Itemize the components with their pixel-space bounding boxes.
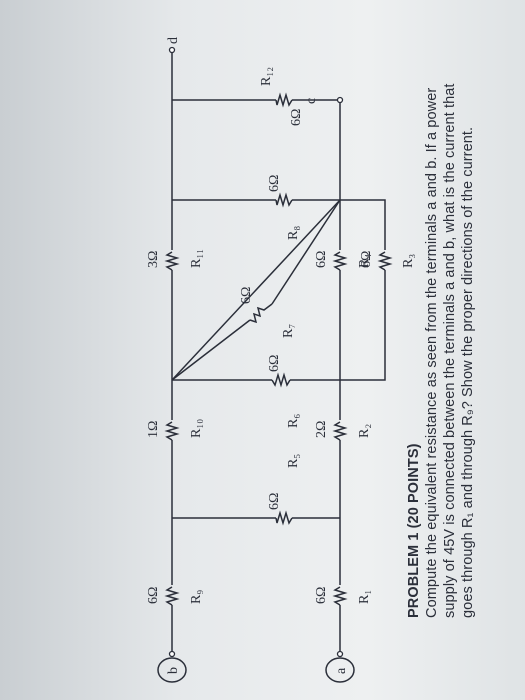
terminal-a-dot (336, 650, 344, 658)
r3-value: 6Ω (359, 251, 374, 268)
r2-value: 2Ω (314, 421, 329, 438)
resistor-r11-symbol (164, 251, 180, 271)
resistor-r10-symbol (164, 421, 180, 441)
r12-value: 6Ω (289, 109, 304, 126)
r10-value: 1Ω (146, 421, 161, 438)
r5-name: R₅ (286, 454, 301, 468)
r6-name: R₆ (286, 414, 301, 428)
resistor-r3-symbol (377, 251, 393, 271)
terminal-c-label: c (304, 98, 319, 104)
r11-value: 3Ω (146, 251, 161, 268)
resistor-r7-symbol (249, 303, 273, 324)
r7-name: R₇ (281, 324, 296, 338)
r11-name: R₁₁ (189, 249, 204, 268)
terminal-d-label: d (166, 37, 181, 44)
r12-name: R₁₂ (259, 67, 274, 86)
r4-name: R₄ (357, 254, 372, 268)
r8-name: R₈ (286, 226, 301, 240)
terminal-b-label: b (166, 667, 181, 674)
terminal-a-circle (325, 657, 355, 683)
terminal-b-dot (168, 650, 176, 658)
wire-r7-lower (171, 319, 251, 381)
wire-r3-left (340, 270, 386, 381)
resistor-r9-symbol (164, 586, 180, 606)
terminal-c-dot (336, 96, 344, 104)
resistor-r5-symbol (275, 510, 293, 526)
terminal-b-circle (157, 657, 187, 683)
resistor-r8-symbol (275, 192, 293, 208)
r4-value: 6Ω (314, 251, 329, 268)
resistor-r4-symbol (332, 251, 348, 271)
r3-name: R₃ (401, 254, 416, 268)
wire-r7-upper (271, 199, 341, 305)
resistor-r2-symbol (332, 421, 348, 441)
r5-value: 6Ω (267, 493, 282, 510)
r7-value: 6Ω (239, 287, 254, 304)
r2-name: R₂ (357, 424, 372, 438)
r1-name: R₁ (357, 590, 372, 604)
wire-diagonal (171, 199, 341, 381)
r8-value: 6Ω (267, 175, 282, 192)
r9-name: R₉ (189, 590, 204, 604)
wire-r3-right (340, 199, 386, 250)
terminal-d-dot (168, 46, 176, 54)
resistor-r6-symbol (271, 372, 291, 388)
r6-value: 6Ω (267, 355, 282, 372)
resistor-r12-symbol (275, 92, 293, 108)
r9-value: 6Ω (146, 587, 161, 604)
terminal-a-label: a (334, 667, 349, 674)
resistor-r1-symbol (332, 586, 348, 606)
r10-name: R₁₀ (189, 419, 204, 438)
r1-value: 6Ω (314, 587, 329, 604)
